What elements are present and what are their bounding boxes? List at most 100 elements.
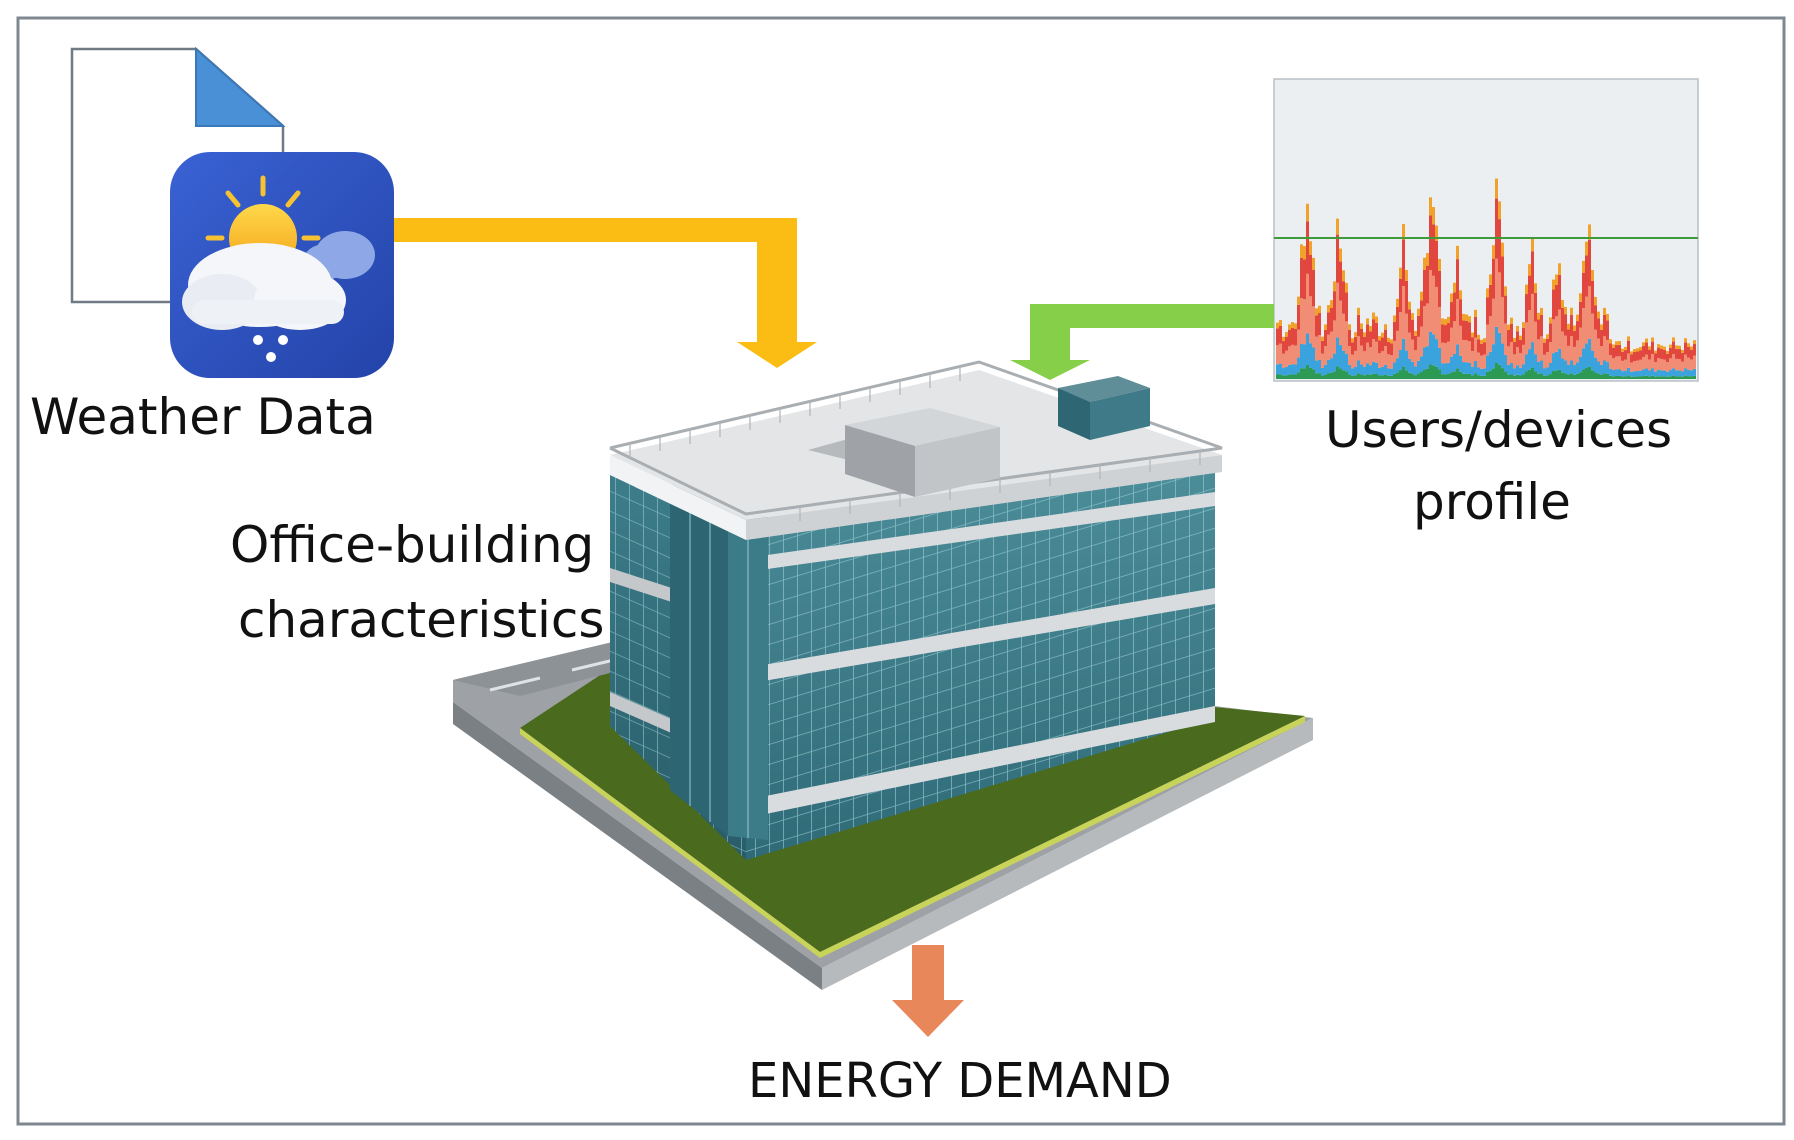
profile-bar-segment [1360,345,1363,365]
energy-demand-label: ENERGY DEMAND [748,1053,1172,1109]
profile-bar-segment [1501,242,1504,257]
profile-bar-segment [1414,330,1417,336]
weather-arrow [394,218,817,368]
profile-bar-segment [1567,364,1570,375]
profile-bar-segment [1549,323,1552,343]
profile-bar-segment [1621,351,1624,361]
profile-bar-segment [1672,375,1675,379]
profile-bar-segment [1642,342,1645,346]
profile-bar-segment [1669,358,1672,371]
profile-bar-segment [1549,362,1552,375]
profile-bar-segment [1663,376,1666,379]
profile-bar-segment [1552,319,1555,354]
profile-bar-segment [1579,293,1582,302]
profile-bar-segment [1450,293,1453,303]
profile-bar-segment [1345,354,1348,372]
profile-bar-segment [1654,353,1657,362]
profile-bar-segment [1573,325,1576,331]
profile-bar-segment [1321,367,1324,376]
profile-bar-segment [1282,336,1285,342]
profile-bar-segment [1654,376,1657,379]
profile-bar-segment [1534,354,1537,372]
profile-bar-segment [1564,373,1567,379]
profile-bar-segment [1438,258,1441,271]
profile-bar-segment [1381,337,1384,352]
profile-bar-segment [1645,338,1648,343]
profile-bar-segment [1540,315,1543,337]
profile-bar-segment [1531,251,1534,294]
profile-bar-segment [1648,376,1651,379]
profile-bar-segment [1399,370,1402,379]
profile-bar-segment [1612,370,1615,377]
profile-bar-segment [1519,375,1522,379]
profile-bar-segment [1579,356,1582,373]
profile-bar-segment [1591,280,1594,314]
profile-bar-segment [1366,374,1369,379]
profile-bar-segment [1597,361,1600,374]
profile-bar-segment [1366,363,1369,375]
profile-bar-segment [1690,346,1693,350]
profile-bar-segment [1657,347,1660,359]
profile-bar-segment [1327,312,1330,335]
profile-bar-segment [1474,361,1477,374]
profile-bar-segment [1546,338,1549,353]
profile-bar-segment [1678,349,1681,360]
profile-bar-segment [1510,323,1513,343]
profile-bar-segment [1366,318,1369,325]
profile-bar-segment [1492,245,1495,259]
profile-bar-segment [1282,341,1285,354]
profile-bar-segment [1600,346,1603,365]
profile-bar-segment [1324,374,1327,379]
profile-bar-segment [1372,361,1375,374]
profile-bar-segment [1384,324,1387,330]
profile-bar-segment [1465,320,1468,341]
profile-bar-segment [1372,319,1375,340]
profile-bar-segment [1336,234,1339,283]
profile-bar-segment [1555,370,1558,379]
profile-bar-segment [1303,299,1306,345]
profile-bar-segment [1666,353,1669,363]
profile-bar-segment [1330,358,1333,373]
profile-bar-segment [1336,218,1339,235]
profile-bar-segment [1537,319,1540,340]
energy-arrow [892,945,964,1037]
profile-bar-segment [1375,316,1378,323]
profile-bar-segment [1465,373,1468,379]
profile-bar-segment [1411,361,1414,374]
profile-bar-segment [1681,361,1684,372]
profile-bar-segment [1405,370,1408,379]
profile-bar-segment [1513,375,1516,379]
profile-bar-segment [1648,346,1651,350]
profile-bar-segment [1375,322,1378,342]
profile-bar-segment [1381,366,1384,376]
profile-bar-segment [1357,360,1360,374]
profile-bar-segment [1636,370,1639,377]
profile-bar-segment [1465,362,1468,374]
profile-bar-segment [1549,374,1552,379]
profile-bar-segment [1636,351,1639,361]
profile-bar-segment [1474,337,1477,362]
profile-bar-segment [1300,257,1303,299]
profile-arrow [1010,304,1274,380]
profile-bar-segment [1417,308,1420,316]
profile-bar-segment [1474,316,1477,338]
profile-bar-segment [1480,339,1483,344]
profile-bar-segment [1369,347,1372,366]
profile-bar-segment [1321,340,1324,354]
profile-bar-segment [1615,345,1618,357]
profile-bar-segment [1555,316,1558,352]
profile-bar-segment [1693,344,1696,356]
profile-bar-segment [1297,304,1300,330]
profile-bar-segment [1507,374,1510,379]
profile-bar-segment [1510,342,1513,364]
profile-bar-segment [1624,350,1627,360]
profile-bar-segment [1444,374,1447,379]
profile-bar-segment [1357,336,1360,361]
profile-bar-segment [1624,346,1627,351]
profile-bar-segment [1558,309,1561,349]
profile-bar-segment [1321,336,1324,341]
profile-bar-segment [1402,338,1405,367]
profile-bar-segment [1324,364,1327,375]
profile-bar-segment [1537,339,1540,362]
profile-bar-segment [1489,284,1492,317]
